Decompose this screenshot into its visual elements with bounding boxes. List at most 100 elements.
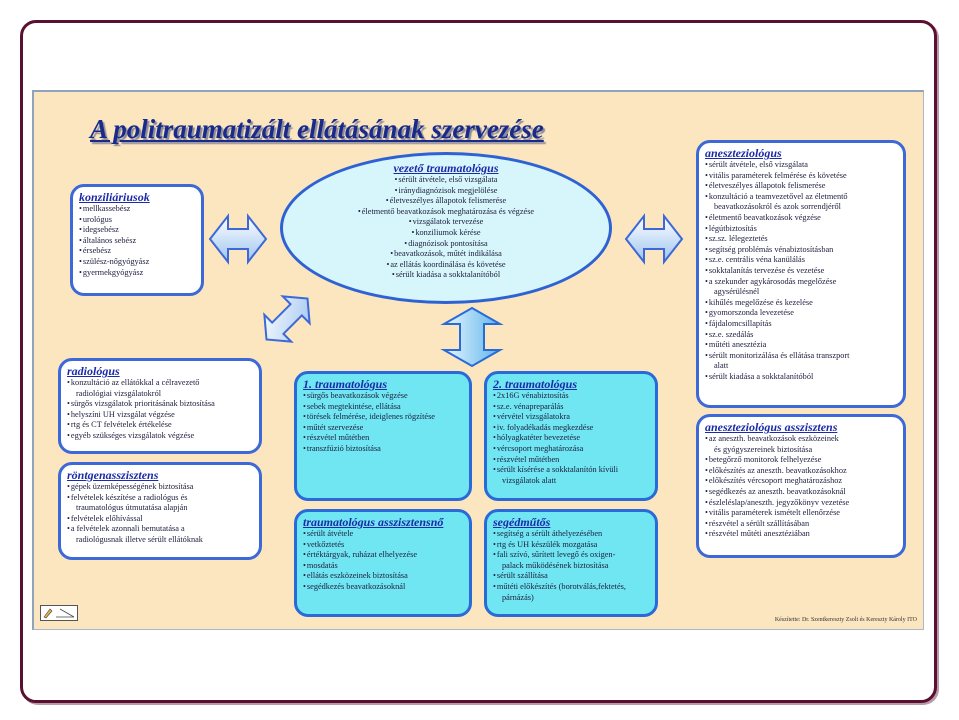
list-item: rtg és CT felvételek értékelése	[67, 420, 253, 431]
list-item: mellkassebész	[79, 204, 195, 215]
credit-text: Készítette: Dr. Szentkereszty Zsolt és K…	[774, 617, 917, 623]
list-item: sérült szállítása	[493, 571, 649, 582]
list-item: traumatológus útmutatása alapján	[76, 503, 188, 513]
item-list: segítség a sérült áthelyezésébenrtg és U…	[493, 529, 649, 603]
list-item: az ellátás koordinálása és követése	[283, 260, 609, 271]
box-title: vezető traumatológus	[393, 161, 499, 175]
box-title: aneszteziológus	[705, 146, 782, 160]
list-item: műtét szervezése	[303, 423, 463, 434]
item-list: konzultáció az ellátókkal a célravezetőr…	[67, 378, 253, 442]
list-item: részvétel műtéti anesztéziában	[705, 529, 897, 540]
box-2-traumatologus: 2. traumatológus 2x16G vénabiztosítássz.…	[484, 371, 658, 501]
list-item: sérült kísérése a sokktalanítón kívüli	[493, 465, 649, 476]
box-title: segédműtős	[493, 515, 551, 529]
list-item: sz.sz. lélegeztetés	[705, 234, 897, 245]
list-item: életveszélyes állapotok felismerése	[283, 196, 609, 207]
note-icon	[40, 605, 78, 621]
box-traumatologus-asszisztensno: traumatológus asszisztensnő sérült átvét…	[294, 509, 472, 617]
box-segedmutos: segédműtős segítség a sérült áthelyezésé…	[484, 509, 658, 617]
item-list: sérült átvételevetkőztetésértéktárgyak, …	[303, 529, 463, 593]
list-item: iránydiagnózisok megjelölése	[283, 186, 609, 197]
double-arrow-left-icon	[208, 213, 268, 265]
list-item: transzfúzió biztosítása	[303, 444, 463, 455]
list-item: részvétel műtétben	[493, 455, 649, 466]
list-item: előkészítés az aneszth. beavatkozásokhoz	[705, 466, 897, 477]
box-aneszteziologus: aneszteziológus sérült átvétele, első vi…	[696, 140, 906, 408]
list-item: urológus	[79, 215, 195, 226]
list-item: sürgős beavatkozások végzése	[303, 391, 463, 402]
list-item: párnázás)	[502, 592, 534, 602]
list-item: sebek megtekintése, ellátása	[303, 402, 463, 413]
box-title: aneszteziológus asszisztens	[705, 420, 838, 434]
list-item: kihűlés megelőzése és kezelése	[705, 298, 897, 309]
box-aneszteziologus-asszisztens: aneszteziológus asszisztens az aneszth. …	[696, 414, 906, 558]
box-title: traumatológus asszisztensnő	[303, 515, 444, 529]
list-item: vitális paraméterek ismételt ellenőrzése	[705, 508, 897, 519]
box-1-traumatologus: 1. traumatológus sürgős beavatkozások vé…	[294, 371, 472, 501]
list-item: gyermekgyógyász	[79, 268, 195, 279]
item-list: sérült átvétele, első vizsgálatavitális …	[705, 160, 897, 382]
double-arrow-right-icon	[624, 213, 684, 265]
list-item: iv. folyadékadás megkezdése	[493, 423, 649, 434]
item-list: sürgős beavatkozások végzésesebek megtek…	[303, 391, 463, 455]
list-item: általános sebész	[79, 236, 195, 247]
list-item: érsebész	[79, 246, 195, 257]
poster-canvas: A politraumatizált ellátásának szervezés…	[32, 90, 924, 630]
list-item: sérült kiadása a sokktalanítóból	[283, 270, 609, 281]
list-item: hólyagkatéter bevezetése	[493, 433, 649, 444]
list-item: gépek üzemképességének biztosítása	[67, 482, 253, 493]
list-item: a felvételek azonnali bemutatása a	[67, 524, 253, 535]
list-item: agysérülésnél	[714, 287, 760, 297]
list-item: részvétel a sérült szállításában	[705, 519, 897, 530]
list-item: az aneszth. beavatkozások eszközeinek	[705, 434, 897, 445]
box-radiologus: radiológus konzultáció az ellátókkal a c…	[58, 358, 262, 454]
list-item: észleléslap/aneszth. jegyzőkönyv vezetés…	[705, 498, 897, 509]
ellipse-vezeto-traumatologus: vezető traumatológus sérült átvétele, el…	[280, 152, 612, 304]
item-list: sérült átvétele, első vizsgálatairánydia…	[283, 175, 609, 281]
list-item: vérvétel vizsgálatokra	[493, 412, 649, 423]
list-item: sérült monitorizálása és ellátása transz…	[705, 351, 897, 362]
list-item: konziliumok kérése	[283, 228, 609, 239]
list-item: gyomorszonda levezetése	[705, 308, 897, 319]
diagonal-double-arrow-icon	[263, 295, 311, 343]
list-item: segédkezés az aneszth. beavatkozásoknál	[705, 487, 897, 498]
list-item: sérült átvétele	[303, 529, 463, 540]
list-item: felvételek készítése a radiológus és	[67, 493, 253, 504]
list-item: 2x16G vénabiztosítás	[493, 391, 649, 402]
list-item: a szekunder agykárosodás megelőzése	[705, 277, 897, 288]
list-item: idegsebész	[79, 225, 195, 236]
list-item: egyéb szükséges vizsgálatok végzése	[67, 431, 253, 442]
list-item: fali szívó, sűrített levegő és oxigen-	[493, 550, 649, 561]
box-title: 1. traumatológus	[303, 377, 388, 391]
list-item: segítség problémás vénabiztosításban	[705, 245, 897, 256]
box-rontgenasszisztens: röntgenasszisztens gépek üzemképességéne…	[58, 462, 262, 560]
list-item: műtéti előkészítés (borotválás,fektetés,	[493, 582, 649, 593]
list-item: életmentő beavatkozások meghatározása és…	[283, 207, 609, 218]
list-item: vitális paraméterek felmérése és követés…	[705, 171, 897, 182]
list-item: sz.e. centrális véna kanülálás	[705, 255, 897, 266]
list-item: sokktalanítás tervezése és vezetése	[705, 266, 897, 277]
list-item: radiológiai vizsgálatokról	[76, 388, 162, 398]
list-item: segítség a sérült áthelyezésében	[493, 529, 649, 540]
list-item: légútbiztosítás	[705, 224, 897, 235]
list-item: rtg és UH készülék mozgatása	[493, 540, 649, 551]
item-list: mellkassebészurológusidegsebészáltalános…	[79, 204, 195, 278]
item-list: gépek üzemképességének biztosításafelvét…	[67, 482, 253, 546]
list-item: beavatkozásokról és azok sorrendjéről	[714, 202, 841, 212]
list-item: értéktárgyak, ruházat elhelyezése	[303, 550, 463, 561]
item-list: az aneszth. beavatkozások eszközeinekés …	[705, 434, 897, 540]
list-item: radiológusnak illetve sérült ellátóknak	[76, 534, 203, 544]
list-item: előkészítés vércsoport meghatározáshoz	[705, 476, 897, 487]
list-item: konzultáció az ellátókkal a célravezető	[67, 378, 253, 389]
list-item: felvételek előhívással	[67, 514, 253, 525]
list-item: sz.e. szedálás	[705, 330, 897, 341]
list-item: sérült átvétele, első vizsgálata	[705, 160, 897, 171]
list-item: segédkezés beavatkozásoknál	[303, 582, 463, 593]
list-item: konzultáció a teamvezetővel az életmentő	[705, 192, 897, 203]
list-item: palack működésének biztosítása	[502, 560, 609, 570]
list-item: törések felmérése, ideiglenes rögzítése	[303, 412, 463, 423]
list-item: vércsoport meghatározása	[493, 444, 649, 455]
list-item: sérült kiadása a sokktalanítóból	[705, 372, 897, 383]
box-konziliarius: konziliáriusok mellkassebészurológusideg…	[70, 184, 204, 296]
list-item: diagnózisok pontosítása	[283, 239, 609, 250]
